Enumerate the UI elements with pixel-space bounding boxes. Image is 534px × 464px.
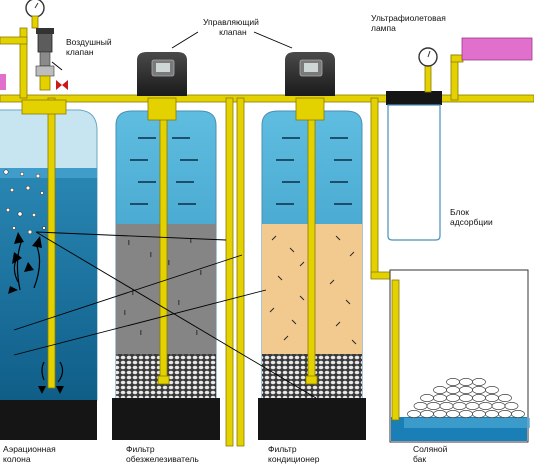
salt-pellet: [433, 410, 447, 418]
salt-pellet: [511, 410, 525, 418]
control-valve-pointers: [171, 31, 293, 49]
salt-pellet: [459, 410, 473, 418]
brine-tank: [389, 269, 530, 443]
salt-pellet: [433, 394, 447, 402]
salt-pellet: [407, 410, 421, 418]
salt-pellet: [491, 402, 506, 410]
control-valve-1: [137, 52, 187, 121]
iron-filter-label: Фильтр обезжелезиватель: [126, 444, 199, 464]
gravel-specks: [124, 238, 202, 335]
uv-lamp-body: [461, 37, 533, 61]
salt-pellet: [485, 394, 499, 402]
conditioner-filter-label: Фильтр кондиционер: [268, 444, 320, 464]
pipe-network: [0, 27, 534, 447]
salt-pellet: [472, 410, 486, 418]
salt-pellet: [446, 378, 460, 386]
pipe-right-down: [370, 97, 379, 279]
aeration-column-label: Аэрационная колона: [3, 444, 56, 464]
salt-pellet: [446, 394, 460, 402]
uv-elbow-pipe: [450, 54, 464, 63]
salt-pellet: [426, 402, 441, 410]
salt-pellet: [485, 410, 499, 418]
inlet-top-pipe: [0, 36, 28, 45]
salt-pellet: [472, 378, 486, 386]
air-valve-label: Воздушный клапан: [66, 37, 112, 57]
pipe-between-1: [225, 97, 234, 447]
brine-suction-pipe: [391, 279, 400, 421]
salt-pellet: [472, 386, 486, 394]
salt-pellet: [498, 394, 512, 402]
adsorption-block: [386, 91, 442, 241]
salt-pellet: [433, 386, 447, 394]
salt-pellet: [465, 402, 480, 410]
salt-pellet: [459, 378, 473, 386]
salt-pellet: [459, 386, 473, 394]
pipe-between-2: [236, 97, 245, 447]
salt-pellet: [420, 394, 434, 402]
air-bubbles: [3, 169, 46, 235]
salt-pellet: [446, 386, 460, 394]
pressure-gauge-left: [25, 0, 45, 29]
media-specks: [269, 235, 357, 345]
salt-pellet: [446, 410, 460, 418]
air-valve-assembly: [35, 28, 68, 91]
brine-tank-label: Соляной бак: [413, 444, 448, 464]
salt-pellet: [439, 402, 454, 410]
air-valve-red-handle: [56, 80, 68, 90]
label-pointer-lines: [13, 61, 317, 399]
conditioner-filter: [258, 110, 366, 440]
salt-pellet: [478, 402, 493, 410]
iron-removal-filter: [112, 110, 220, 440]
salt-pellet: [485, 386, 499, 394]
salt-pellets: [407, 378, 525, 418]
salt-pellet: [504, 402, 519, 410]
arrow-heads: [8, 232, 64, 394]
pink-block-left: [0, 74, 6, 90]
salt-pellet: [459, 394, 473, 402]
pressure-gauge-right: [418, 47, 438, 93]
salt-pellet: [452, 402, 467, 410]
adsorption-block-label: Блок адсорбции: [450, 207, 493, 227]
aeration-column: [0, 97, 98, 440]
inlet-riser-pipe: [19, 27, 28, 99]
control-valve-label: Управляющий клапан: [203, 17, 259, 37]
main-header-pipe: [0, 94, 534, 103]
uv-lamp-label: Ультрафиолетовая лампа: [371, 13, 446, 33]
salt-pellet: [472, 394, 486, 402]
control-valve-2: [285, 52, 335, 121]
salt-pellet: [413, 402, 428, 410]
salt-pellet: [498, 410, 512, 418]
salt-pellet: [420, 410, 434, 418]
